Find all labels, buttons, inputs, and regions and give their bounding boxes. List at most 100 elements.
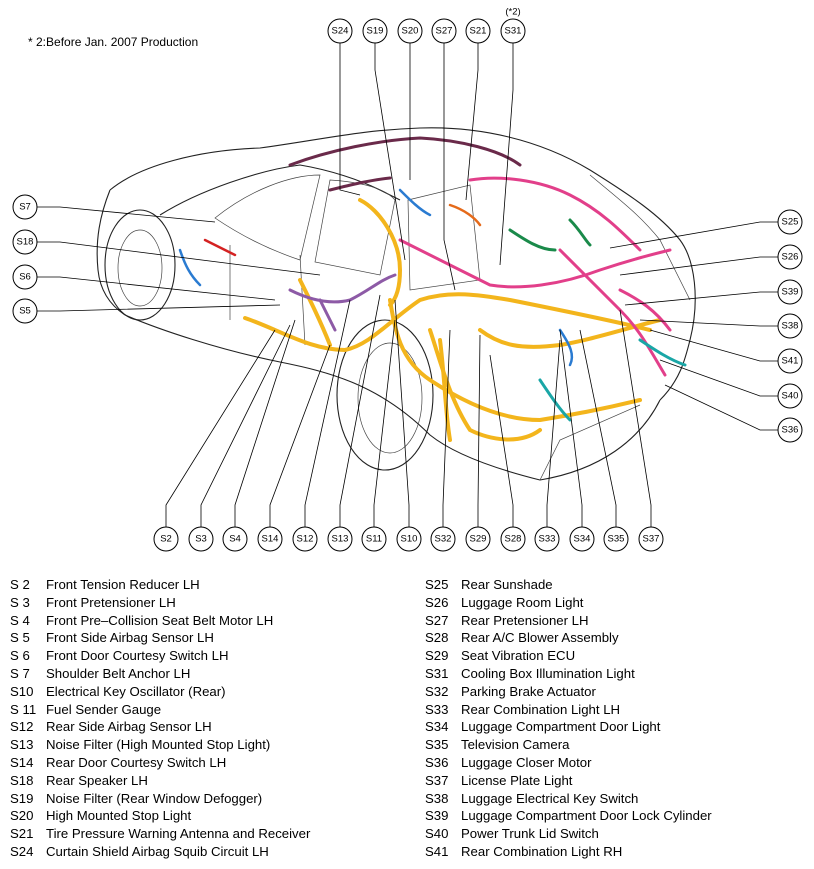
legend-item: S 3 Front Pretensioner LH — [10, 594, 310, 612]
callout-s26: S26 — [777, 244, 803, 270]
callout-s13: S13 — [327, 526, 353, 552]
callout-s6: S6 — [12, 264, 38, 290]
callout-s12: S12 — [292, 526, 318, 552]
svg-text:S38: S38 — [782, 321, 799, 332]
svg-text:S19: S19 — [367, 26, 384, 37]
callouts-top: S24 S19 S20 S27 S21 S31 — [327, 18, 526, 44]
callout-s33: S33 — [534, 526, 560, 552]
legend-code: S41 — [425, 843, 449, 859]
leader-lines — [37, 43, 778, 527]
legend-code: S 3 — [10, 594, 30, 610]
legend-label: Shoulder Belt Anchor LH — [46, 665, 191, 681]
callout-s31-superscript: (*2) — [505, 7, 520, 18]
legend-code: S14 — [10, 754, 34, 770]
legend-code: S 2 — [10, 577, 30, 592]
legend-label: Front Pretensioner LH — [46, 594, 176, 610]
callout-s38: S38 — [777, 313, 803, 339]
svg-text:S14: S14 — [262, 534, 279, 545]
callout-s2: S2 — [153, 526, 179, 552]
callout-s28: S28 — [500, 526, 526, 552]
legend-item: S38 Luggage Electrical Key Switch — [425, 790, 712, 808]
legend-code: S 5 — [10, 630, 30, 646]
svg-text:S5: S5 — [19, 306, 31, 317]
svg-text:S27: S27 — [436, 26, 453, 37]
legend-label: Television Camera — [461, 737, 570, 753]
legend-label: Rear Combination Light LH — [461, 701, 621, 717]
callout-s37: S37 — [638, 526, 664, 552]
legend-code: S33 — [425, 701, 449, 717]
callout-s19: S19 — [362, 18, 388, 44]
legend-item: S37 License Plate Light — [425, 772, 712, 790]
legend-code: S13 — [10, 737, 34, 753]
legend-code: S34 — [425, 719, 449, 735]
legend-label: Cooling Box Illumination Light — [461, 665, 635, 681]
callout-s36: S36 — [777, 417, 803, 443]
legend-label: Fuel Sender Gauge — [46, 701, 162, 717]
legend-code: S 11 — [10, 701, 37, 717]
legend-label: Rear A/C Blower Assembly — [461, 630, 619, 646]
svg-text:S41: S41 — [782, 356, 799, 367]
legend-code: S20 — [10, 808, 34, 824]
legend-code: S27 — [425, 612, 449, 628]
legend-label: Curtain Shield Airbag Squib Circuit LH — [46, 843, 269, 859]
svg-text:S20: S20 — [402, 26, 419, 37]
svg-text:S37: S37 — [643, 534, 660, 545]
svg-text:S18: S18 — [17, 237, 34, 248]
legend-label: Luggage Electrical Key Switch — [461, 790, 639, 806]
legend-label: License Plate Light — [461, 772, 573, 788]
legend-code: S10 — [10, 683, 34, 699]
svg-text:S24: S24 — [332, 26, 349, 37]
svg-text:S13: S13 — [332, 534, 349, 545]
callout-s32: S32 — [430, 526, 456, 552]
svg-text:S32: S32 — [435, 534, 452, 545]
callout-s39: S39 — [777, 279, 803, 305]
legend-label: Rear Sunshade — [461, 577, 553, 592]
legend-code: S38 — [425, 790, 449, 806]
legend-label: Rear Side Airbag Sensor LH — [46, 719, 212, 735]
legend-label: Rear Speaker LH — [46, 772, 148, 788]
legend-code: S37 — [425, 772, 449, 788]
legend-label: Rear Combination Light RH — [461, 843, 623, 859]
legend-code: S 6 — [10, 648, 30, 664]
wire-harness — [178, 136, 687, 442]
svg-text:S33: S33 — [539, 534, 556, 545]
legend-label: Luggage Closer Motor — [461, 754, 592, 770]
callout-s31: S31 — [500, 18, 526, 44]
svg-text:S2: S2 — [160, 534, 172, 545]
legend-item: S 7 Shoulder Belt Anchor LH — [10, 665, 310, 683]
legend-code: S19 — [10, 790, 34, 806]
legend-label: Noise Filter (High Mounted Stop Light) — [46, 737, 271, 753]
callout-s41: S41 — [777, 348, 803, 374]
callouts-bottom: S2 S3 S4 S14 S12 S13 S11 S10 S32 S29 S28… — [153, 526, 664, 552]
callout-s10: S10 — [396, 526, 422, 552]
svg-text:S28: S28 — [505, 534, 522, 545]
legend-label: Front Pre–Collision Seat Belt Motor LH — [46, 612, 274, 628]
callout-s18: S18 — [12, 229, 38, 255]
svg-text:S40: S40 — [782, 391, 799, 402]
legend-item: S41 Rear Combination Light RH — [425, 843, 712, 861]
callout-s20: S20 — [397, 18, 423, 44]
callouts-left: S7 S18 S6 S5 — [12, 194, 38, 324]
callout-s40: S40 — [777, 383, 803, 409]
legend-code: S 7 — [10, 665, 30, 681]
svg-text:S21: S21 — [470, 26, 487, 37]
svg-text:S11: S11 — [366, 534, 382, 545]
legend-code: S32 — [425, 683, 449, 699]
svg-text:S4: S4 — [229, 534, 241, 545]
legend-label: Noise Filter (Rear Window Defogger) — [46, 790, 263, 806]
legend-label: Power Trunk Lid Switch — [461, 826, 599, 842]
